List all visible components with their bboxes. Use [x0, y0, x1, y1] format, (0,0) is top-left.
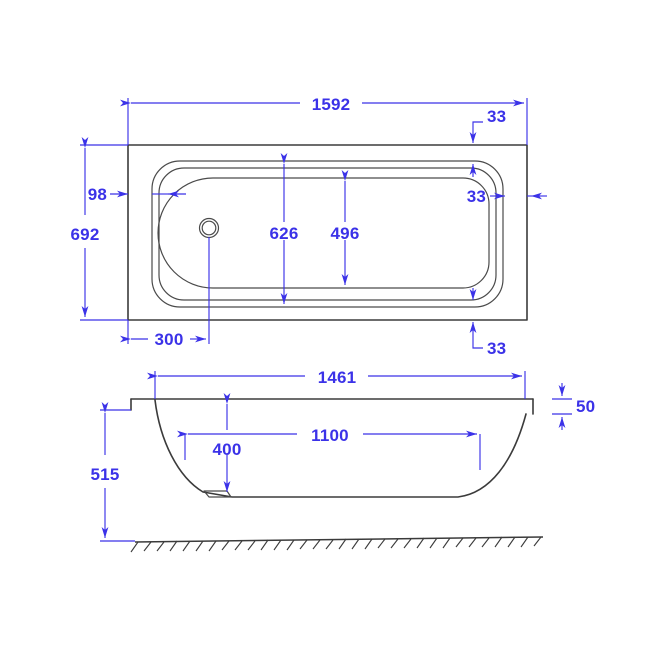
dimension-50: 50: [552, 383, 595, 430]
dimension-label-33-bottom: 33: [487, 339, 506, 358]
dimension-692: 692: [71, 137, 128, 321]
plan-outer-rectangle: [127, 144, 528, 321]
floor-hatching: [130, 536, 544, 553]
dimension-label-515: 515: [91, 465, 120, 484]
dimension-label-33-top: 33: [487, 107, 506, 126]
plan-view-group: 1592 692 98 33: [71, 95, 547, 358]
dimension-label-626: 626: [270, 224, 299, 243]
dimension-label-496: 496: [331, 224, 360, 243]
dimension-1100: 1100: [177, 426, 481, 470]
dimension-label-400: 400: [213, 440, 242, 459]
dimension-label-98: 98: [88, 185, 107, 204]
dimension-400: 400: [213, 393, 242, 492]
dimension-label-50: 50: [576, 397, 595, 416]
dimension-33-right: 33: [467, 187, 547, 206]
dimension-496: 496: [331, 170, 360, 285]
dimension-1592: 1592: [120, 95, 528, 145]
elevation-bath-profile: [154, 399, 527, 498]
elevation-view-group: 1461 50 515: [91, 368, 595, 553]
dimension-33-top: 33: [469, 107, 506, 177]
elevation-waste-detail: [203, 490, 232, 498]
dimension-626: 626: [270, 153, 299, 304]
dimension-33-bottom: 33: [469, 288, 506, 358]
plan-rim-outline: [151, 160, 504, 308]
dimension-label-1100: 1100: [311, 426, 349, 445]
dimension-label-692: 692: [71, 225, 100, 244]
plan-bowl-floor-outline: [157, 177, 490, 289]
dimension-98: 98: [88, 185, 186, 204]
dimension-label-300: 300: [155, 330, 184, 349]
dimension-1461: 1461: [147, 368, 526, 399]
dimension-label-1461: 1461: [318, 368, 357, 387]
dimension-515: 515: [91, 402, 135, 542]
dimension-label-1592: 1592: [312, 95, 351, 114]
plan-bowl-upper-outline: [158, 167, 497, 301]
dimension-label-33-right: 33: [467, 187, 486, 206]
dimension-300: 300: [120, 237, 210, 349]
waste-outlet-circle: [198, 217, 220, 239]
